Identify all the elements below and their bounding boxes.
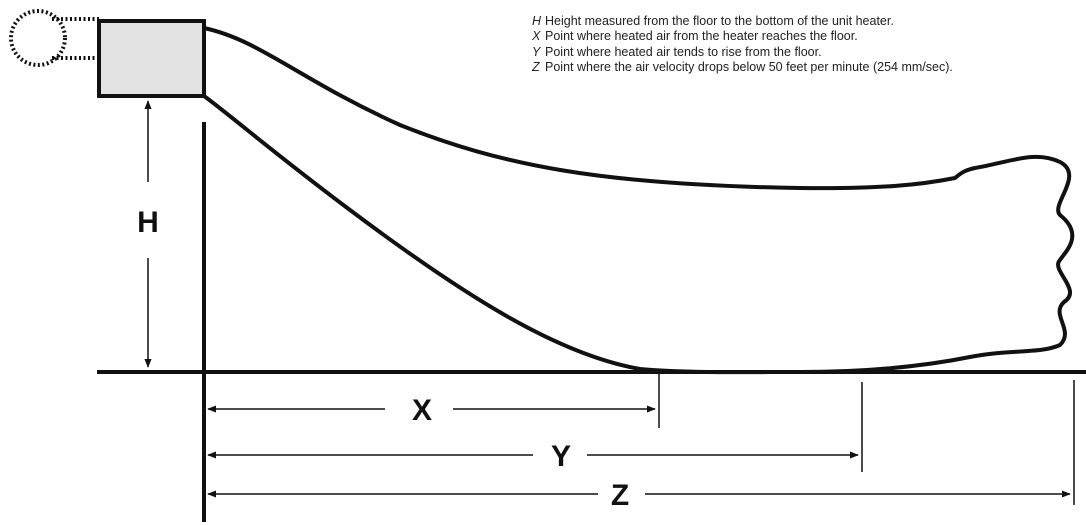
legend-text: Point where the air velocity drops below… <box>545 59 953 74</box>
legend-item-x: X Point where heated air from the heater … <box>532 29 953 44</box>
legend-letter: X <box>532 29 541 44</box>
h-dimension-label: H <box>137 206 159 239</box>
unit-heater <box>97 19 206 98</box>
legend-item-y: Y Point where heated air tends to rise fr… <box>532 45 953 60</box>
legend-text: Point where heated air tends to rise fro… <box>545 44 822 59</box>
legend-text: Height measured from the floor to the bo… <box>545 14 894 28</box>
x-dimension-label: X <box>412 394 432 427</box>
legend-letter: H <box>532 14 542 28</box>
air-plume-outline <box>202 26 1075 375</box>
z-dimension-label: Z <box>611 479 629 512</box>
y-dimension-label: Y <box>551 440 571 473</box>
legend-letter: Z <box>532 59 540 74</box>
legend-letter: Y <box>532 44 541 59</box>
heater-fan-outline <box>9 9 100 67</box>
legend-text: Point where heated air from the heater r… <box>545 29 858 44</box>
legend-item-z: Z Point where the air velocity drops belo… <box>532 60 953 75</box>
